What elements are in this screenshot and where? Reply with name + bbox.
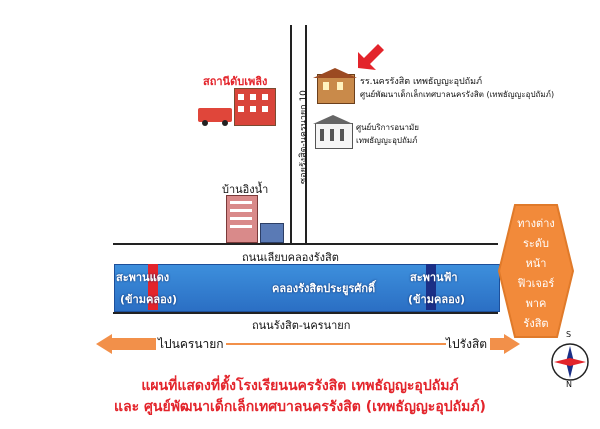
compass-bottom-letter: N bbox=[566, 380, 572, 389]
school-label-line1: รร.นครรังสิต เทพธัญญะอุปถัมภ์ bbox=[360, 77, 483, 87]
hexagon-line-1: ทางต่าง bbox=[517, 217, 555, 230]
blue-bridge bbox=[426, 264, 436, 310]
upper-road-top-edge bbox=[113, 243, 498, 245]
service-center-line2: เทพธัญญะอุปถัมภ์ bbox=[356, 136, 418, 145]
school-icon bbox=[313, 68, 357, 104]
left-arrow-icon bbox=[96, 334, 112, 354]
blue-bridge-label-line1: สะพานฟ้า bbox=[410, 271, 458, 284]
pointer-arrow-icon bbox=[354, 38, 388, 72]
compass-icon bbox=[548, 340, 592, 384]
compass-top-letter: S bbox=[566, 330, 572, 339]
service-center-line1: ศูนย์บริการอนามัย bbox=[356, 123, 419, 132]
ban-ing-nam-icon bbox=[222, 195, 284, 243]
soi-label: ซอยรังสิต-นครนายก 10 bbox=[299, 90, 309, 184]
service-center-icon bbox=[313, 115, 353, 149]
right-arrow-icon bbox=[504, 334, 520, 354]
caption-line-1: แผนที่แสดงที่ตั้งโรงเรียนนครรังสิต เทพธั… bbox=[141, 378, 459, 394]
lower-road-top-edge bbox=[113, 312, 498, 314]
left-arrow-shaft bbox=[110, 338, 156, 350]
hexagon-line-4: ฟิวเจอร์ bbox=[517, 277, 555, 290]
left-direction-label: ไปนครนายก bbox=[158, 337, 224, 351]
future-park-hexagon bbox=[497, 203, 575, 339]
caption-line-2: และ ศูนย์พัฒนาเด็กเล็กเทศบาลนครรังสิต (เ… bbox=[114, 399, 486, 415]
school-label-line2: ศูนย์พัฒนาเด็กเล็กเทศบาลนครรังสิต (เทพธั… bbox=[360, 90, 555, 99]
soi-road-left-edge bbox=[290, 25, 292, 243]
right-direction-label: ไปรังสิต bbox=[446, 337, 488, 351]
canal-name-label: คลองรังสิตประยูรศักดิ์ bbox=[272, 282, 376, 295]
hexagon-line-6: รังสิต bbox=[523, 317, 549, 330]
upper-road-label: ถนนเลียบคลองรังสิต bbox=[242, 251, 339, 264]
red-bridge-label-line2: (ข้ามคลอง) bbox=[120, 293, 178, 306]
red-bridge-label-line1: สะพานแดง bbox=[116, 271, 170, 284]
fire-station-label: สถานีดับเพลิง bbox=[203, 75, 268, 88]
soi-road-right-edge bbox=[305, 25, 307, 243]
hexagon-line-3: หน้า bbox=[525, 257, 547, 270]
blue-bridge-label-line2: (ข้ามคลอง) bbox=[408, 293, 466, 306]
hexagon-line-5: พาค bbox=[525, 297, 547, 310]
right-arrow-shaft bbox=[490, 338, 506, 350]
lower-road-label: ถนนรังสิต-นครนายก bbox=[252, 319, 351, 332]
fire-station-icon bbox=[196, 88, 276, 126]
red-bridge bbox=[148, 264, 158, 310]
ban-ing-nam-label: บ้านอิงน้ำ bbox=[222, 183, 269, 196]
hexagon-line-2: ระดับ bbox=[523, 237, 549, 250]
middle-arrow-line bbox=[226, 343, 446, 345]
